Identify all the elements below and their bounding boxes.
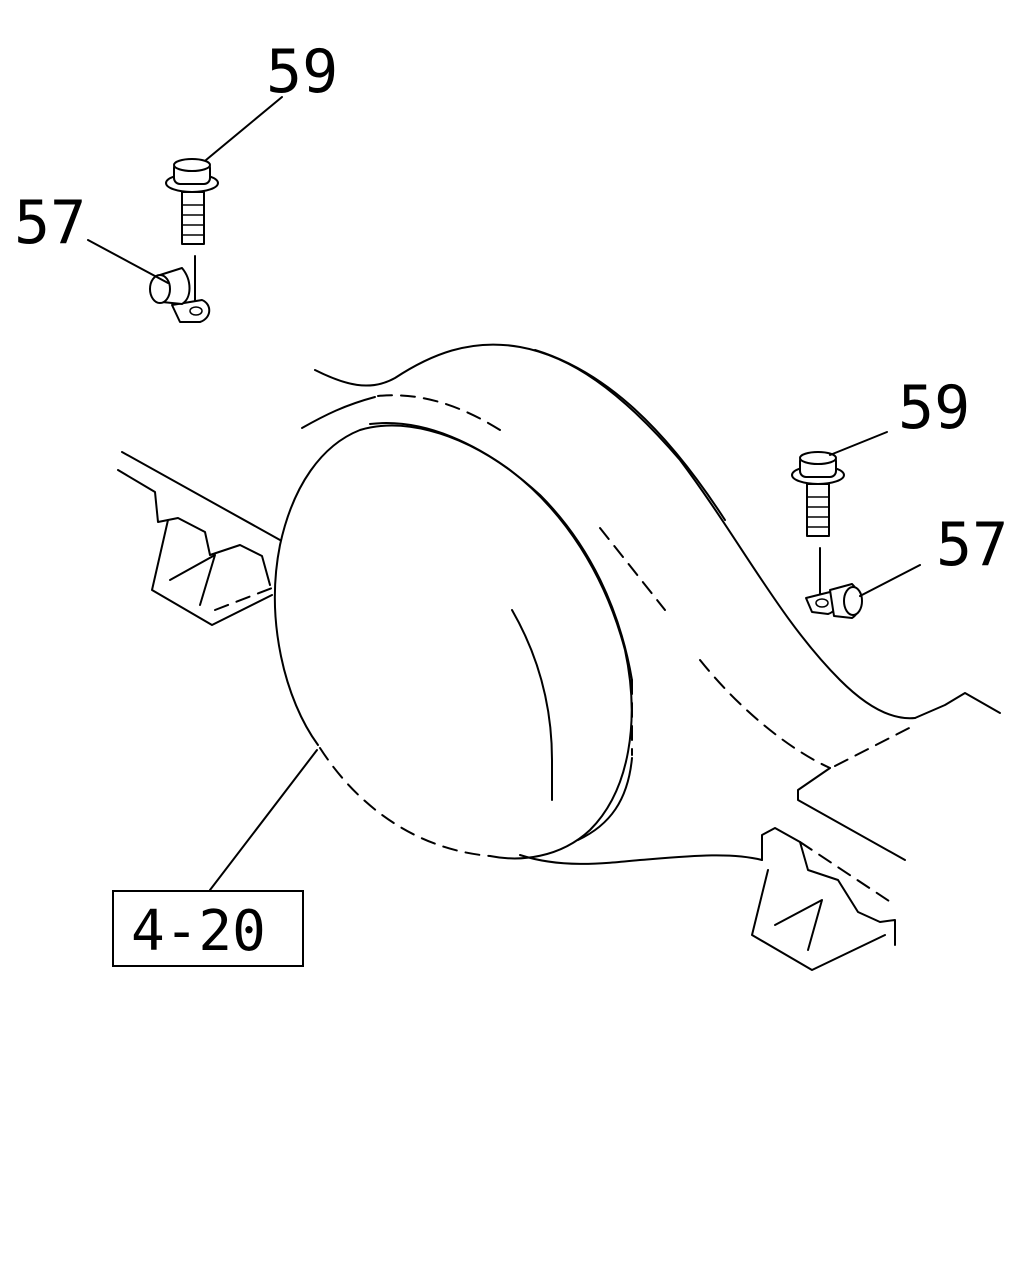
clip-left [149,267,211,323]
callout-59-right: 59 [898,373,970,443]
axle-housing [301,343,1001,865]
callout-57-right: 57 [936,510,1008,580]
left-spring-bracket [117,451,281,626]
callout-57-left: 57 [14,188,86,258]
differential-cover [274,422,633,860]
right-spring-bracket [751,827,896,971]
leader-lines [87,96,921,891]
reference-label: 4-20 [131,899,266,964]
clip-right [805,583,863,619]
callout-59-left: 59 [266,37,338,107]
bolt-left [165,158,219,306]
bolt-right [791,451,845,596]
reference-box: 4-20 [112,890,304,967]
